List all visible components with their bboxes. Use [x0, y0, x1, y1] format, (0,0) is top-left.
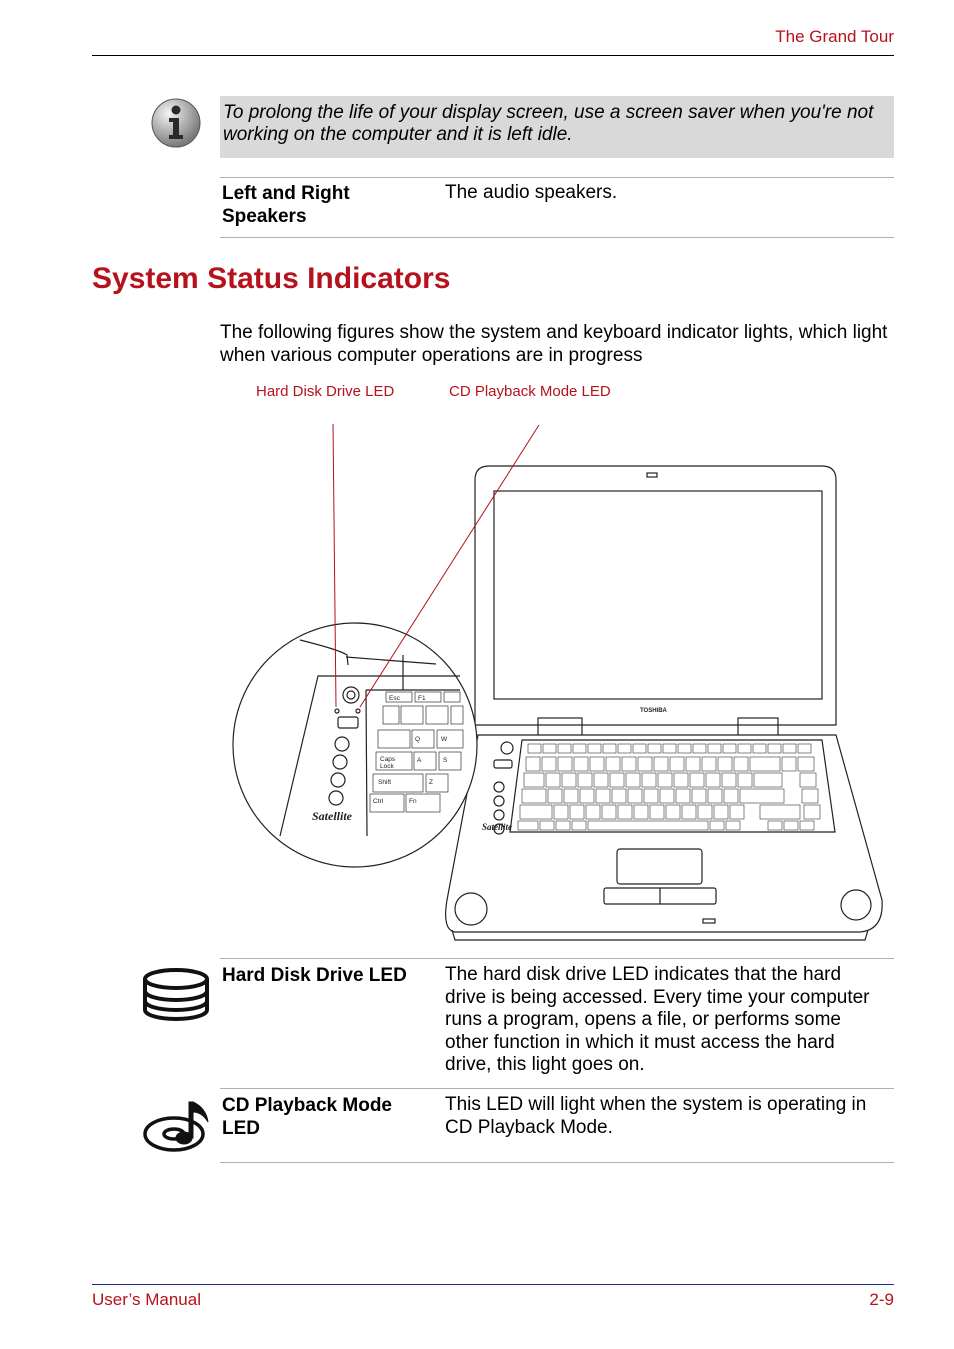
hard-disk-icon — [143, 968, 209, 1021]
table-rule — [220, 177, 894, 178]
table-rule — [220, 958, 894, 959]
svg-text:Lock: Lock — [380, 763, 394, 770]
svg-text:Caps: Caps — [380, 756, 396, 763]
footer-rule — [92, 1284, 894, 1285]
svg-text:Shift: Shift — [378, 779, 391, 786]
model-text: Satellite — [482, 822, 512, 832]
callout-hdd-led: Hard Disk Drive LED — [256, 383, 395, 400]
svg-text:A: A — [417, 757, 422, 764]
svg-text:Esc: Esc — [389, 695, 401, 702]
running-header: The Grand Tour — [775, 27, 894, 46]
brand-text: TOSHIBA — [640, 708, 668, 714]
svg-text:Q: Q — [415, 736, 420, 743]
footer-manual-title: User’s Manual — [92, 1290, 201, 1309]
header-rule — [92, 55, 894, 56]
table-rule — [220, 1088, 894, 1089]
callout-cd-led: CD Playback Mode LED — [449, 383, 611, 400]
indicator-term-hdd: Hard Disk Drive LED — [222, 965, 407, 986]
section-title: System Status Indicators — [92, 262, 451, 295]
indicator-term-cd: CD Playback Mode LED — [222, 1095, 392, 1139]
page-number: 2-9 — [869, 1290, 894, 1309]
svg-text:Z: Z — [429, 779, 433, 786]
indicator-description-cd: This LED will light when the system is o… — [445, 1094, 867, 1138]
svg-text:Fn: Fn — [409, 798, 417, 805]
svg-text:W: W — [441, 736, 448, 743]
speakers-term: Left and Right Speakers — [222, 183, 350, 227]
table-rule — [220, 1162, 894, 1163]
inset-model-text: Satellite — [312, 809, 353, 823]
cd-playback-icon — [143, 1101, 209, 1152]
svg-text:Ctrl: Ctrl — [373, 798, 384, 805]
svg-text:S: S — [443, 757, 448, 764]
svg-text:F1: F1 — [418, 695, 426, 702]
indicator-description-hdd: The hard disk drive LED indicates that t… — [445, 964, 870, 1075]
info-icon — [151, 98, 201, 148]
table-rule — [220, 237, 894, 238]
intro-paragraph: The following figures show the system an… — [220, 322, 888, 366]
note-box: To prolong the life of your display scre… — [220, 96, 894, 158]
speakers-description: The audio speakers. — [445, 182, 618, 203]
